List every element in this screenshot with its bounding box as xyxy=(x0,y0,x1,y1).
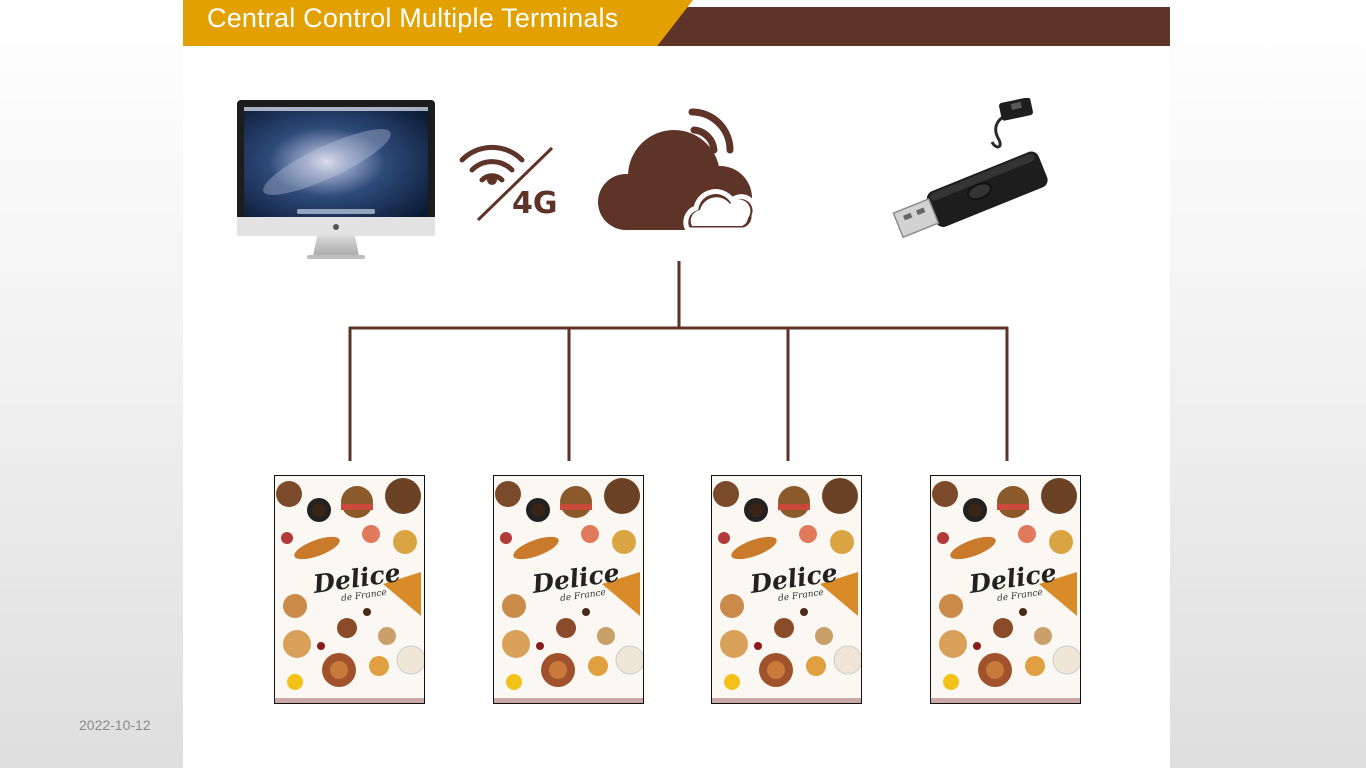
terminal-display-4: Delice de France xyxy=(930,475,1081,704)
terminal-display-2: Delice de France xyxy=(493,475,644,704)
network-4g-label: 4G xyxy=(512,186,558,221)
connection-tree xyxy=(340,258,1020,468)
usb-drive-icon xyxy=(888,98,1053,253)
terminal-display-1: Delice de France xyxy=(274,475,425,704)
food-illustration xyxy=(275,478,424,703)
computer-monitor-icon xyxy=(237,100,435,262)
header-title-banner: Central Control Multiple Terminals xyxy=(183,0,693,46)
food-illustration xyxy=(931,478,1080,703)
page-title: Central Control Multiple Terminals xyxy=(207,3,619,33)
wifi-icon xyxy=(458,138,558,226)
food-illustration xyxy=(494,478,643,703)
food-illustration xyxy=(712,478,861,703)
terminal-display-3: Delice de France xyxy=(711,475,862,704)
slide-date: 2022-10-12 xyxy=(79,717,151,733)
cloud-icon xyxy=(596,100,761,235)
